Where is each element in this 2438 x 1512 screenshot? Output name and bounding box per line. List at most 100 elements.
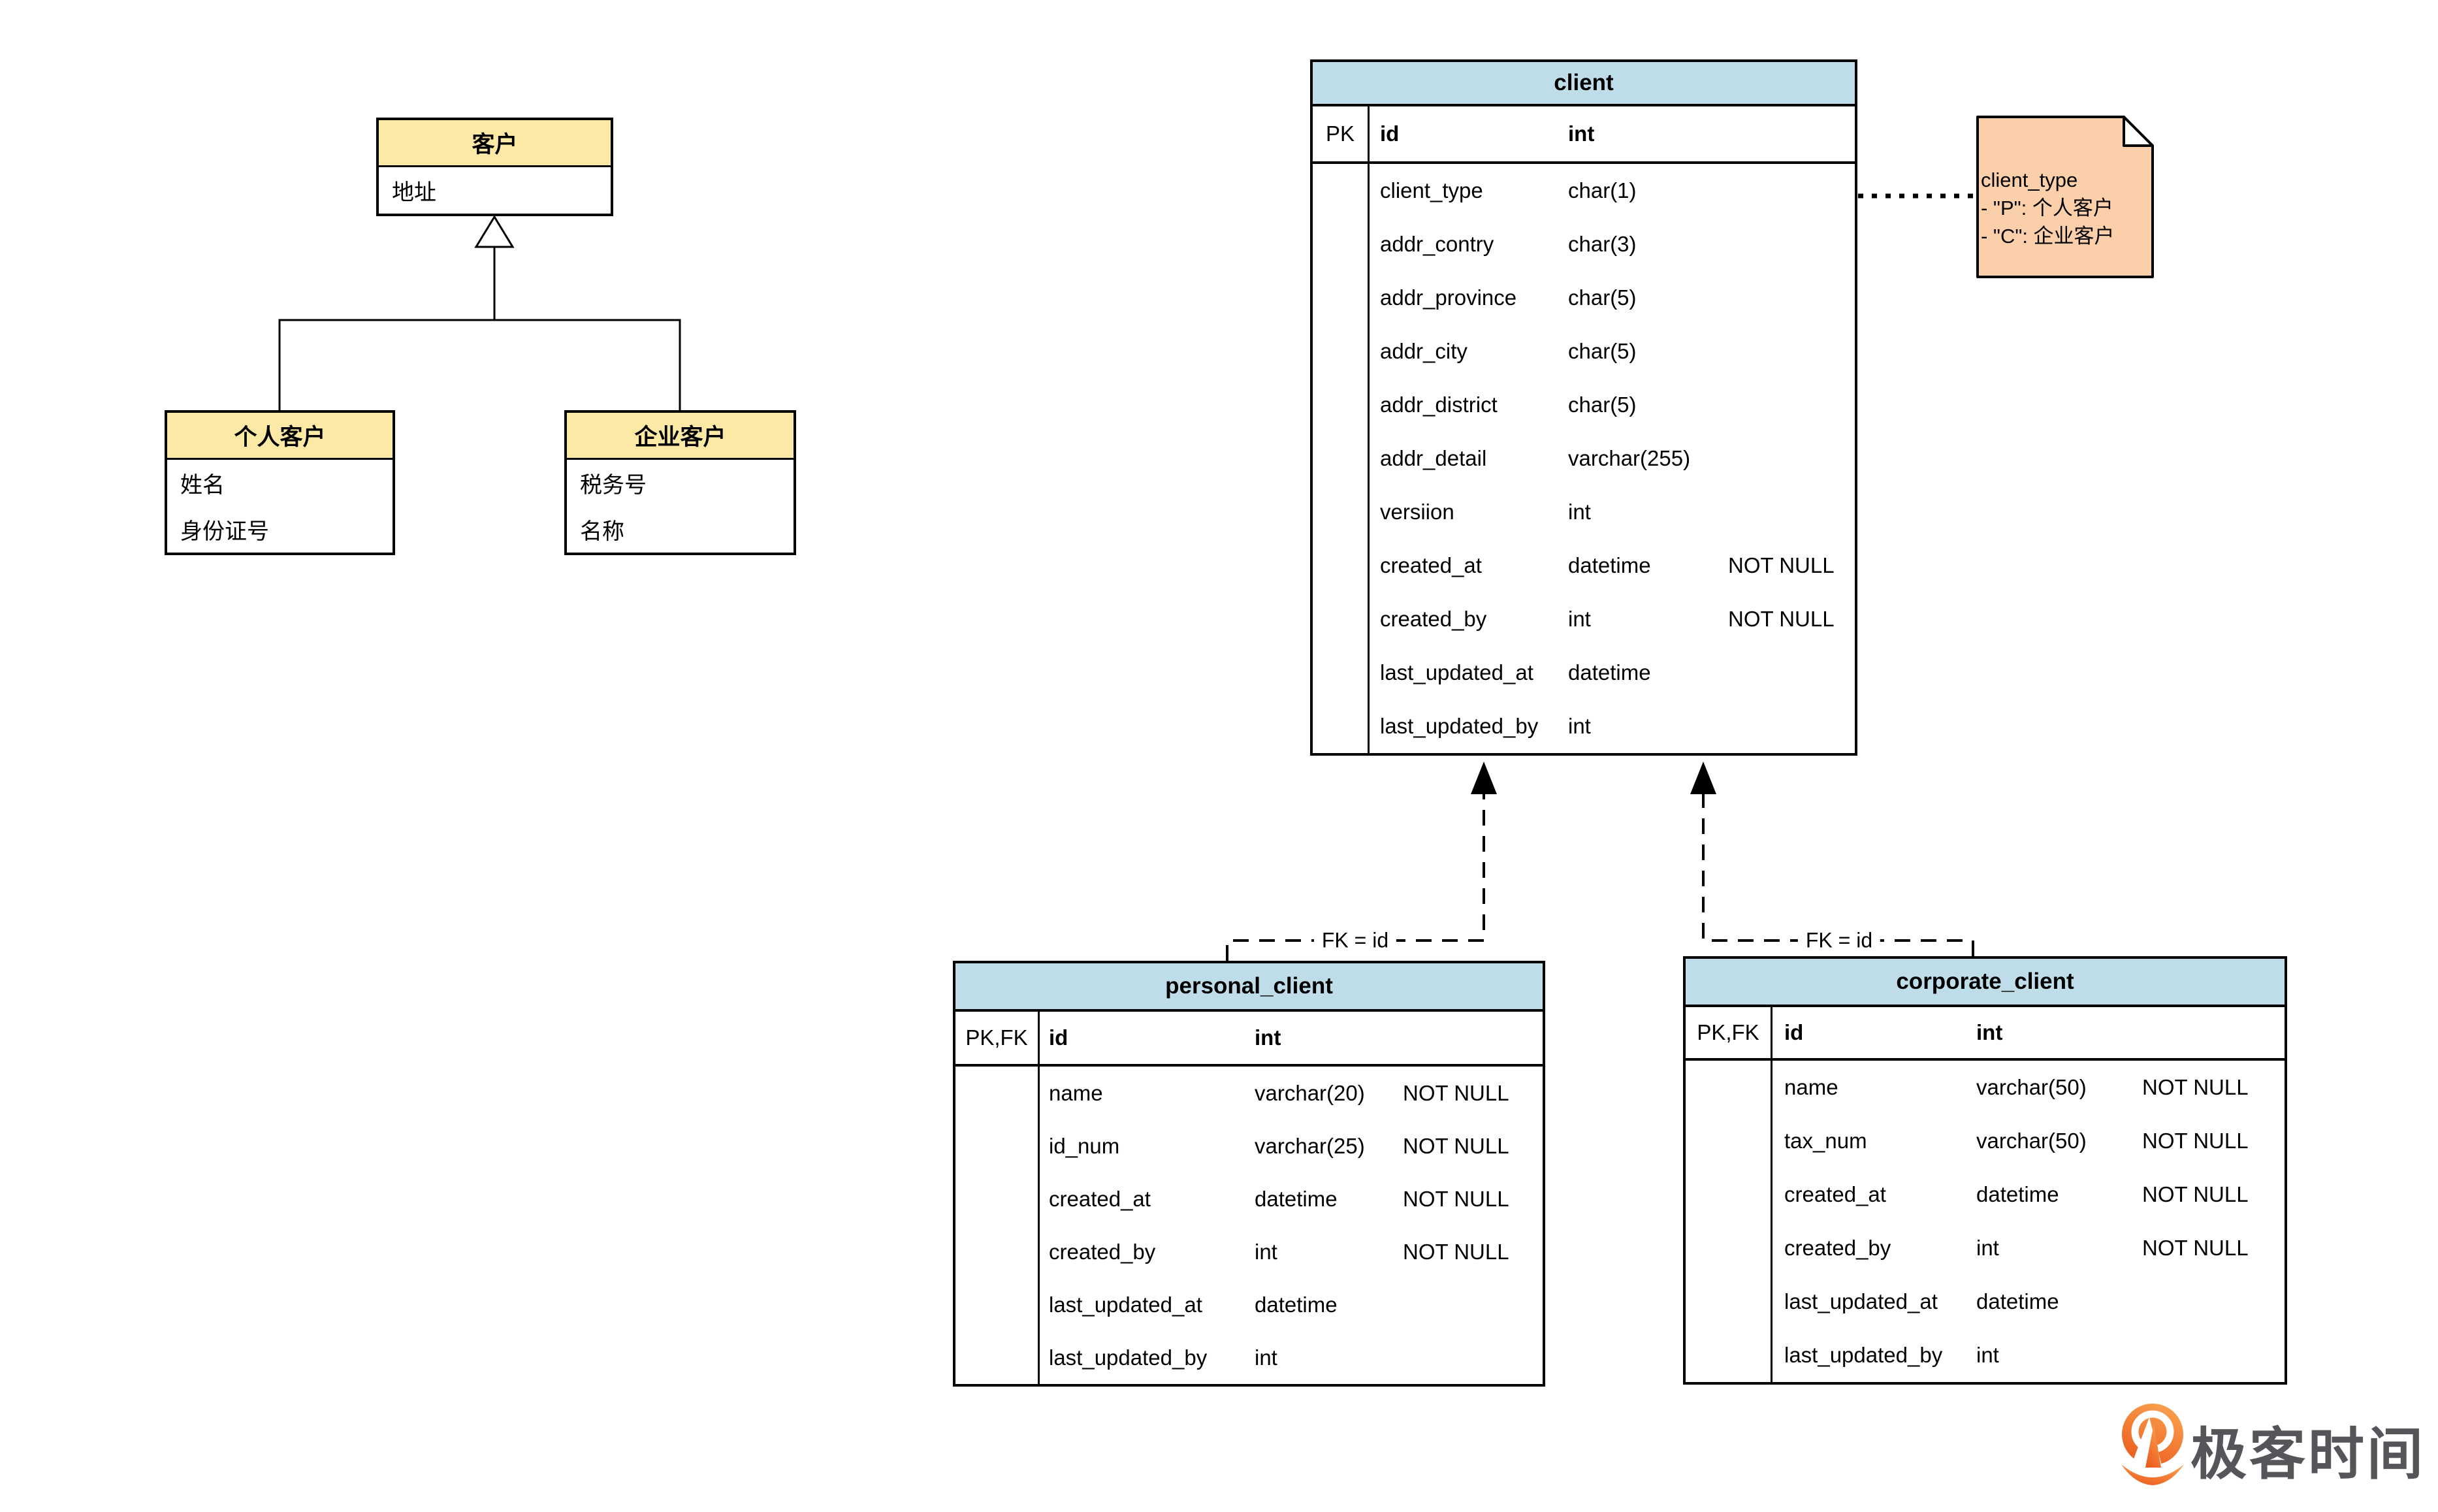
column-type: char(3) bbox=[1568, 232, 1637, 256]
table-row: created_at datetime NOT NULL bbox=[1040, 1172, 1543, 1225]
column-name: last_updated_at bbox=[1784, 1289, 1938, 1313]
table-row: created_by int NOT NULL bbox=[1370, 592, 1855, 646]
column-type: int bbox=[1568, 500, 1591, 524]
class-attribute: 地址 bbox=[392, 180, 436, 205]
table-row: name varchar(50) NOT NULL bbox=[1772, 1061, 2285, 1114]
table-row: name varchar(20) NOT NULL bbox=[1040, 1067, 1543, 1119]
id-row-content: id int bbox=[1370, 106, 1855, 161]
column-constraint: NOT NULL bbox=[1403, 1133, 1509, 1158]
column-type: int bbox=[1568, 121, 1595, 146]
class-customer: 客户 地址 bbox=[376, 118, 613, 216]
table-row: created_at datetime NOT NULL bbox=[1370, 539, 1855, 592]
table-personal-client-rows: name varchar(20) NOT NULL id_num varchar… bbox=[1040, 1067, 1543, 1384]
pk-column-spacer bbox=[955, 1067, 1040, 1384]
column-type: int bbox=[1976, 1236, 1999, 1260]
table-row: addr_detail varchar(255) bbox=[1370, 432, 1855, 485]
table-row: addr_contry char(3) bbox=[1370, 217, 1855, 271]
table-row: last_updated_by int bbox=[1040, 1331, 1543, 1384]
column-type: char(5) bbox=[1568, 339, 1637, 363]
table-row: created_at datetime NOT NULL bbox=[1772, 1168, 2285, 1221]
table-row: last_updated_at datetime bbox=[1370, 646, 1855, 700]
column-constraint: NOT NULL bbox=[1403, 1186, 1509, 1211]
column-type: int bbox=[1568, 607, 1591, 631]
table-corporate-client-body: name varchar(50) NOT NULL tax_num varcha… bbox=[1686, 1061, 2285, 1382]
table-client: client PK id int client_type char(1) add… bbox=[1310, 59, 1857, 756]
table-corporate-client-id-row: PK,FK id int bbox=[1686, 1007, 2285, 1061]
class-customer-title: 客户 bbox=[379, 120, 611, 167]
class-personal-customer: 个人客户 姓名身份证号 bbox=[165, 410, 395, 555]
class-personal-customer-title: 个人客户 bbox=[167, 413, 393, 460]
column-name: created_at bbox=[1380, 553, 1482, 577]
note-line: client_type bbox=[1981, 169, 2078, 191]
column-type: int bbox=[1976, 1343, 1999, 1367]
column-constraint: NOT NULL bbox=[1728, 607, 1835, 631]
column-type: char(5) bbox=[1568, 393, 1637, 417]
column-name: created_by bbox=[1049, 1239, 1156, 1264]
pk-cell: PK,FK bbox=[955, 1012, 1040, 1064]
class-corporate-customer: 企业客户 税务号名称 bbox=[564, 410, 796, 555]
class-personal-customer-attributes: 姓名身份证号 bbox=[167, 460, 393, 553]
column-constraint: NOT NULL bbox=[2142, 1236, 2249, 1260]
column-constraint: NOT NULL bbox=[2142, 1182, 2249, 1206]
table-row: addr_city char(5) bbox=[1370, 325, 1855, 378]
note-line: - "P": 个人客户 bbox=[1981, 197, 2113, 219]
column-type: varchar(50) bbox=[1976, 1129, 2087, 1153]
fk-right-connector-line bbox=[1702, 793, 1974, 956]
note-client-type: client_type - "P": 个人客户 - "C": 企业客户 bbox=[1981, 166, 2115, 250]
fk-left-label: FK = id bbox=[1313, 928, 1397, 953]
table-personal-client-body: name varchar(20) NOT NULL id_num varchar… bbox=[955, 1067, 1543, 1384]
table-row: addr_district char(5) bbox=[1370, 378, 1855, 432]
column-name: created_at bbox=[1049, 1186, 1151, 1211]
table-corporate-client-title: corporate_client bbox=[1686, 959, 2285, 1007]
column-name: addr_province bbox=[1380, 285, 1517, 310]
column-name: name bbox=[1784, 1075, 1838, 1099]
column-type: int bbox=[1255, 1345, 1277, 1370]
fk-left-connector-line bbox=[1226, 793, 1485, 961]
geektime-logo-text: 极客时间 bbox=[2190, 1423, 2426, 1486]
class-customer-attributes: 地址 bbox=[379, 167, 611, 214]
fk-left-arrow-icon bbox=[1471, 762, 1497, 794]
class-corporate-customer-attributes: 税务号名称 bbox=[567, 460, 794, 553]
table-row: client_type char(1) bbox=[1370, 164, 1855, 217]
id-row-content: id int bbox=[1040, 1012, 1543, 1064]
column-type: char(1) bbox=[1568, 178, 1637, 202]
table-row: created_by int NOT NULL bbox=[1772, 1221, 2285, 1275]
pk-cell: PK,FK bbox=[1686, 1007, 1772, 1058]
column-name: addr_contry bbox=[1380, 232, 1494, 256]
column-name: id bbox=[1049, 1025, 1068, 1050]
column-type: datetime bbox=[1255, 1186, 1338, 1211]
column-type: varchar(20) bbox=[1255, 1080, 1365, 1105]
column-type: int bbox=[1255, 1025, 1281, 1050]
column-constraint: NOT NULL bbox=[1403, 1239, 1509, 1264]
column-constraint: NOT NULL bbox=[1728, 553, 1835, 577]
logo-needle bbox=[2145, 1424, 2161, 1468]
column-type: varchar(25) bbox=[1255, 1133, 1365, 1158]
inheritance-connector-line bbox=[278, 246, 681, 410]
column-constraint: NOT NULL bbox=[1403, 1080, 1509, 1105]
geektime-logo-icon bbox=[2121, 1404, 2184, 1485]
fk-right-label: FK = id bbox=[1797, 928, 1881, 953]
column-type: varchar(255) bbox=[1568, 446, 1691, 470]
generalization-triangle-icon bbox=[474, 215, 515, 248]
table-personal-client: personal_client PK,FK id int name varcha… bbox=[953, 961, 1545, 1387]
table-row: id_num varchar(25) NOT NULL bbox=[1040, 1119, 1543, 1172]
table-row: last_updated_by int bbox=[1370, 700, 1855, 753]
table-client-rows: client_type char(1) addr_contry char(3) … bbox=[1370, 164, 1855, 753]
column-name: id bbox=[1380, 121, 1400, 146]
column-name: id bbox=[1784, 1020, 1804, 1044]
table-row: last_updated_at datetime bbox=[1040, 1278, 1543, 1331]
table-client-title: client bbox=[1313, 62, 1855, 106]
column-type: datetime bbox=[1568, 553, 1651, 577]
column-constraint: NOT NULL bbox=[2142, 1129, 2249, 1153]
column-name: last_updated_by bbox=[1049, 1345, 1208, 1370]
note-line: - "C": 企业客户 bbox=[1981, 225, 2115, 248]
class-attribute: 身份证号 bbox=[180, 519, 269, 544]
column-name: addr_district bbox=[1380, 393, 1498, 417]
class-attribute: 姓名 bbox=[180, 473, 225, 498]
table-client-body: client_type char(1) addr_contry char(3) … bbox=[1313, 164, 1855, 753]
table-row: last_updated_at datetime bbox=[1772, 1275, 2285, 1328]
column-name: addr_city bbox=[1380, 339, 1468, 363]
column-name: last_updated_at bbox=[1049, 1292, 1202, 1317]
column-type: char(5) bbox=[1568, 285, 1637, 310]
class-attribute: 税务号 bbox=[580, 473, 647, 498]
